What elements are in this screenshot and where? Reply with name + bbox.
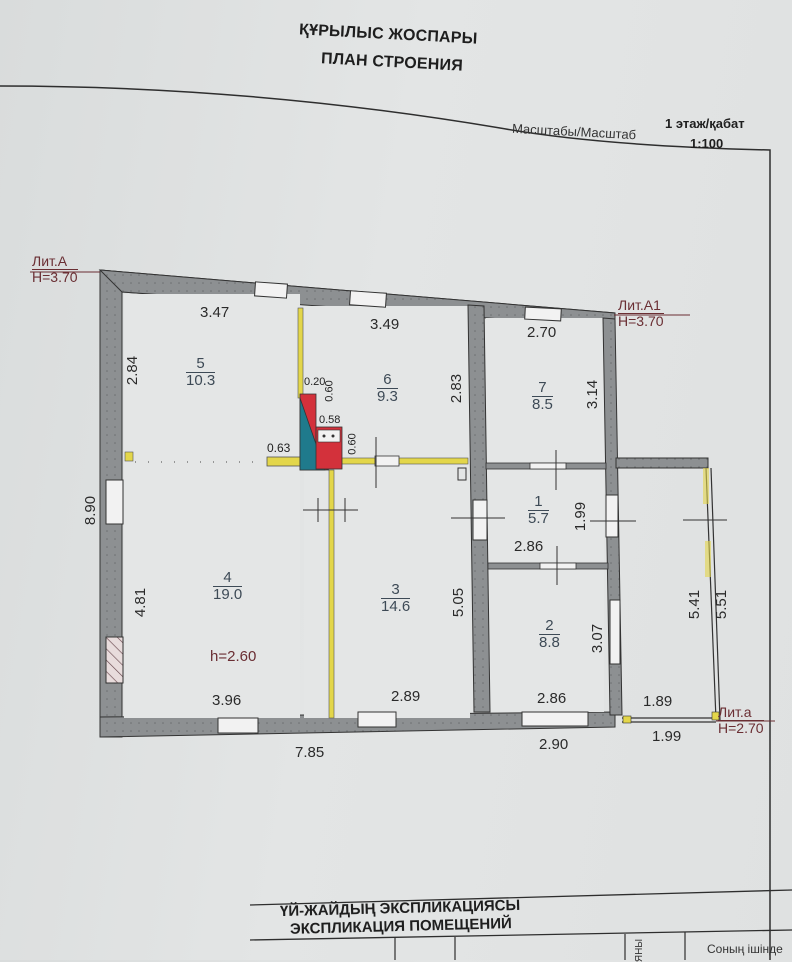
dim-room3-width: 2.89 xyxy=(391,688,421,705)
room-7-area: 8.5 xyxy=(532,396,553,413)
room-5-number: 5 xyxy=(186,356,216,373)
dim-room1-height: 1.99 xyxy=(572,501,590,532)
dim-annex-outer-height: 5.51 xyxy=(713,589,731,620)
dim-annex-inner-width: 1.89 xyxy=(643,693,673,710)
dim-stove-063: 0.63 xyxy=(267,441,291,455)
dim-room7-width: 2.70 xyxy=(527,324,557,341)
litera-a-small-name: Лит.а xyxy=(718,705,764,721)
room-3-area: 14.6 xyxy=(381,598,411,615)
floor-label: 1 этаж/қабат xyxy=(665,116,745,131)
dim-room5-height: 2.84 xyxy=(124,355,142,386)
room-2: 2 8.8 xyxy=(539,618,560,651)
dim-room4-width: 3.96 xyxy=(212,692,242,709)
dim-stove-060a: 0.60 xyxy=(323,380,336,402)
dim-stove-058: 0.58 xyxy=(319,414,341,426)
dim-room2-width: 2.86 xyxy=(537,690,567,707)
dim-room3-height: 5.05 xyxy=(450,587,468,618)
dim-overall-width-a: 7.85 xyxy=(295,744,325,761)
room-6-area: 9.3 xyxy=(377,388,398,405)
frame-line xyxy=(0,85,771,960)
dim-room5-width: 3.47 xyxy=(200,304,230,321)
litera-a1-height: H=3.70 xyxy=(618,313,664,329)
dim-annex-outer-width: 1.99 xyxy=(652,728,682,745)
dim-overall-height: 8.90 xyxy=(82,495,100,526)
dim-room6-height: 2.83 xyxy=(448,373,466,404)
litera-a-height: H=3.70 xyxy=(32,269,78,285)
dim-room4-height: 4.81 xyxy=(132,587,150,618)
dim-overall-width-a1: 2.90 xyxy=(539,736,569,753)
room-1-area: 5.7 xyxy=(528,510,549,527)
room-6: 6 9.3 xyxy=(377,372,398,405)
explication-col-including: Соның ішінде xyxy=(707,942,783,956)
litera-a-name: Лит.А xyxy=(32,254,78,270)
scale-value: 1:100 xyxy=(690,136,724,151)
dim-annex-inner-height: 5.41 xyxy=(686,589,704,620)
dim-room1-width: 2.86 xyxy=(514,538,544,555)
room-7-number: 7 xyxy=(532,380,553,397)
room-2-number: 2 xyxy=(539,618,560,635)
room-4-area: 19.0 xyxy=(213,586,243,603)
dim-stove-020: 0.20 xyxy=(304,376,326,388)
room-5: 5 10.3 xyxy=(186,356,216,389)
room-1: 1 5.7 xyxy=(528,494,549,527)
room-3: 3 14.6 xyxy=(381,582,411,615)
dim-stove-060b: 0.60 xyxy=(346,433,359,455)
litera-a-small: Лит.а H=2.70 xyxy=(718,705,764,736)
room-3-number: 3 xyxy=(381,582,411,599)
room-4-number: 4 xyxy=(213,570,243,587)
room-2-area: 8.8 xyxy=(539,634,560,651)
litera-a: Лит.А H=3.70 xyxy=(32,254,78,285)
explication-col-partial: ЯНЫ xyxy=(634,938,646,962)
litera-a-small-height: H=2.70 xyxy=(718,720,764,736)
room-1-number: 1 xyxy=(528,494,549,511)
dim-room2-height: 3.07 xyxy=(589,623,607,654)
room-7: 7 8.5 xyxy=(532,380,553,413)
dim-room6-width: 3.49 xyxy=(370,316,400,333)
litera-a1: Лит.А1 H=3.70 xyxy=(618,298,664,329)
litera-a1-name: Лит.А1 xyxy=(618,298,664,314)
room-4: 4 19.0 xyxy=(213,570,243,603)
dim-room7-height: 3.14 xyxy=(584,379,602,410)
ceiling-height: h=2.60 xyxy=(210,648,257,665)
room-6-number: 6 xyxy=(377,372,398,389)
room-5-area: 10.3 xyxy=(186,372,216,389)
